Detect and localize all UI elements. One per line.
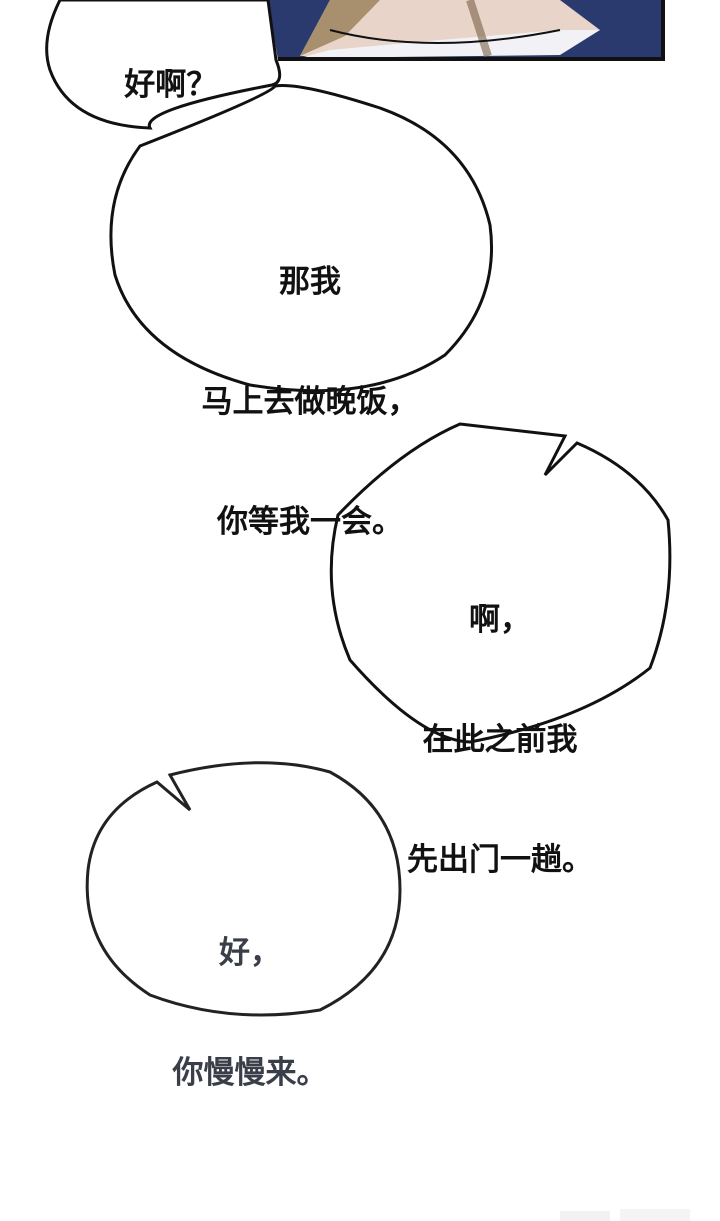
- speech-bubble-2: [109, 84, 494, 393]
- watermark: [560, 1209, 690, 1221]
- bubble-2-line-2: 马上去做晚饭，: [201, 384, 419, 420]
- speech-bubble-1: [45, 0, 282, 130]
- bubble-3-text: 啊， 在此之前我 先出门一趟。: [360, 520, 640, 920]
- comic-panel: [268, 0, 665, 61]
- bubble-2-text: 那我 马上去做晚饭， 你等我一会。: [160, 182, 460, 582]
- bubble-3-line-2: 在此之前我: [422, 722, 578, 758]
- speech-bubble-3: [329, 422, 672, 744]
- bubble-2-line-3: 你等我一会。: [217, 504, 403, 540]
- bubble-1-line-1: 好啊？: [124, 67, 218, 103]
- speech-bubble-4: [85, 761, 402, 1017]
- bubble-1-text: 好啊？: [90, 25, 230, 105]
- bubble-4-line-1: 好，: [219, 935, 281, 971]
- bubble-3-line-1: 啊，: [469, 602, 531, 638]
- bubble-4-line-2: 你慢慢来。: [172, 1055, 328, 1091]
- bubble-3-line-3: 先出门一趟。: [407, 842, 593, 878]
- bubble-4-text: 好， 你慢慢来。: [120, 853, 380, 1133]
- bubble-2-line-1: 那我: [279, 264, 341, 300]
